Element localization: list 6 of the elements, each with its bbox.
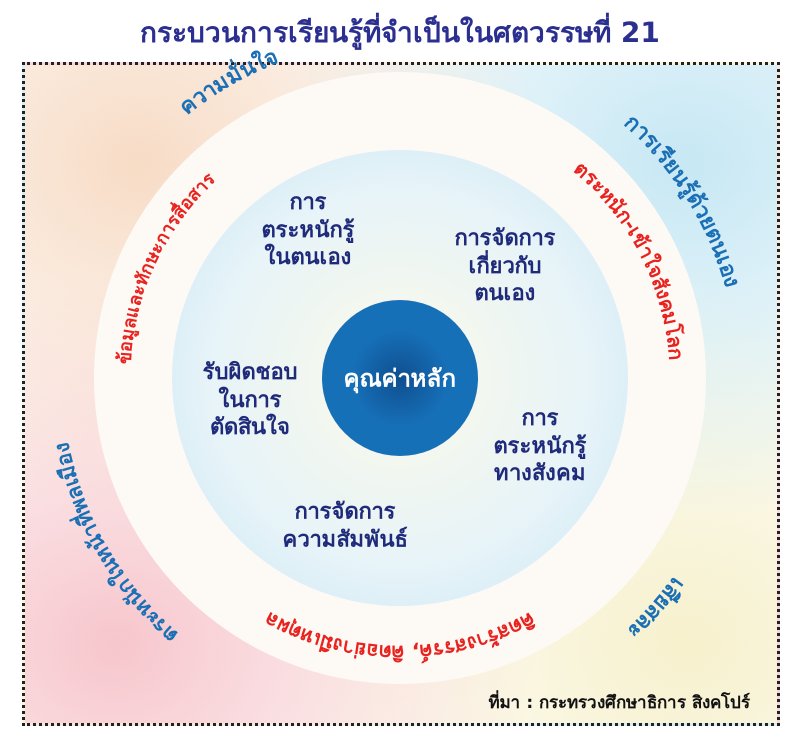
- competency-label: การ ตระหนักรู้ ในตนเอง: [262, 188, 354, 272]
- competency-label: การ ตระหนักรู้ ทางสังคม: [494, 404, 586, 488]
- competency-label: การจัดการ ความสัมพันธ์: [282, 498, 408, 554]
- competency-label: การจัดการ เกี่ยวกับ ตนเอง: [454, 224, 556, 308]
- core-label: คุณค่าหลัก: [344, 364, 456, 396]
- source-note: ที่มา : กระทรวงศึกษาธิการ สิงคโปร์: [488, 688, 750, 715]
